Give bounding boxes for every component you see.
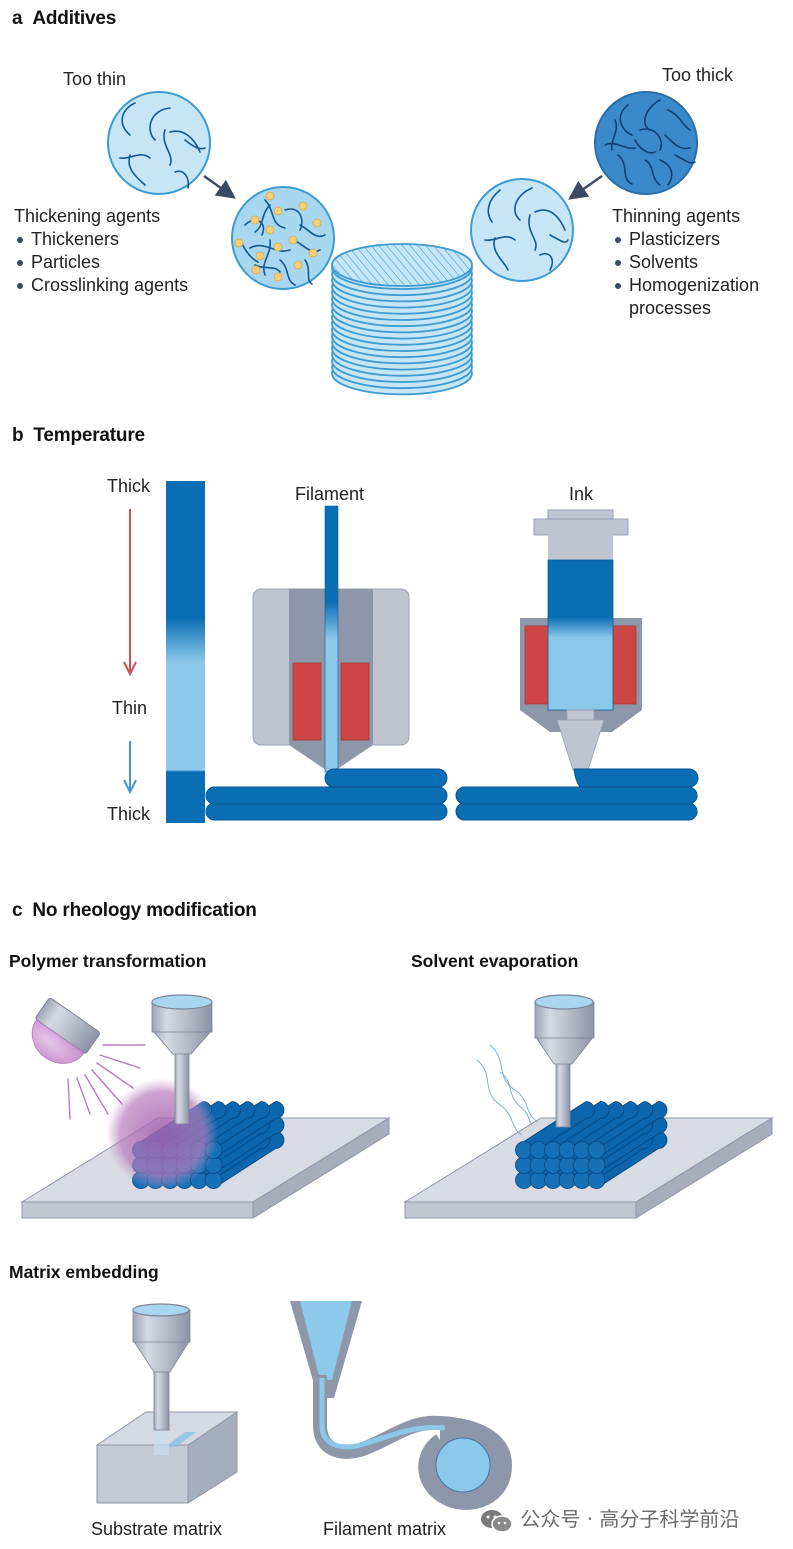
too-thin-label: Too thin [63,69,127,89]
polymer-transformation-illustration [20,994,391,1219]
substrate-matrix-label: Substrate matrix [91,1519,223,1539]
list-item: Solvents [612,251,759,274]
thickening-agents-list: Thickening agents Thickeners Particles C… [14,205,188,297]
arrow-icon [568,175,603,200]
embedded-filament [165,1432,196,1447]
rod-end [587,1141,606,1159]
panel-heading: Additives [32,8,117,29]
nozzle-icon [151,994,213,1125]
filament-matrix-illustration [290,1301,512,1510]
panel-a-title: a Additives [12,8,116,30]
list-item: Homogenization [612,274,759,297]
thinning-agents-list: Thinning agents Plasticizers Solvents Ho… [612,205,759,320]
rod-end [587,1156,606,1174]
list-item: Plasticizers [612,228,759,251]
additives-diagram [107,91,698,396]
scale-label-thick-top: Thick [107,476,151,496]
rod-end [204,1171,223,1189]
too-thin-polymer-circle [107,91,211,195]
thickened-polymer-circle [231,186,335,290]
filament-extruder [252,505,410,773]
viscosity-gradient-bar [166,481,205,823]
ink-printed-layers [455,768,699,821]
list-item: processes [629,298,712,318]
rod-end [587,1171,606,1189]
panel-c-title: c No rheology modification [12,900,257,922]
list-item: Particles [14,251,188,274]
list-heading: Thickening agents [14,206,161,226]
panel-letter: a [12,8,23,29]
too-thick-label: Too thick [662,65,734,85]
filament-label: Filament [295,484,365,504]
cooling-arrow-icon [123,741,137,795]
panel-b-title: b Temperature [12,425,145,447]
solvent-evaporation-heading: Solvent evaporation [411,951,579,971]
filament-matrix-label: Filament matrix [323,1519,447,1539]
arrow-icon [203,175,236,199]
printed-rod-stack [515,1101,668,1190]
temperature-diagram [123,481,699,823]
panel-letter: c [12,900,23,921]
nozzle-icon [534,994,595,1128]
watermark: 公众号 · 高分子科学前沿 [480,1503,739,1534]
nozzle-icon [132,1303,191,1431]
vapor-waves-icon [476,1044,539,1136]
list-heading: Thinning agents [612,206,741,226]
substrate-matrix-illustration [95,1303,239,1504]
solvent-evaporation-illustration [403,994,774,1219]
thinned-polymer-circle [470,178,574,282]
polymer-transformation-heading: Polymer transformation [9,951,207,971]
printed-disk-stack [331,243,473,396]
watermark-text: 公众号 · 高分子科学前沿 [520,1507,740,1531]
scale-label-thick-bottom: Thick [107,804,151,824]
matrix-embedding-heading: Matrix embedding [9,1262,159,1282]
panel-heading: Temperature [33,425,145,446]
heating-arrow-icon [123,509,137,677]
scale-label-thin: Thin [112,698,148,718]
filament-printed-layers [205,768,448,821]
uv-lamp-icon [31,997,146,1120]
list-item: Crosslinking agents [14,274,188,297]
filament-coil [435,1437,491,1493]
wechat-icon [481,1509,513,1533]
ink-label: Ink [569,484,594,504]
list-item: Thickeners [14,228,188,251]
ink-reservoir [547,559,614,711]
panel-letter: b [12,425,24,446]
uv-glow [106,1078,218,1190]
ink-extruder [520,509,642,771]
panel-heading: No rheology modification [32,900,257,921]
heater-block [340,662,370,741]
too-thick-polymer-circle [594,91,698,195]
heater-block [292,662,322,741]
